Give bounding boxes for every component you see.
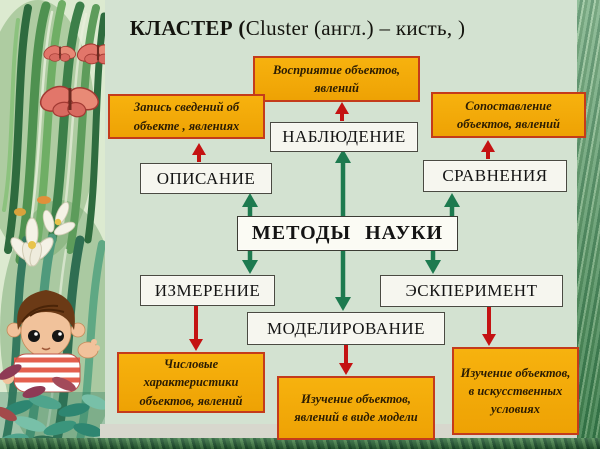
node-description: ОПИСАНИЕ — [140, 163, 272, 194]
butterfly-icon — [76, 43, 105, 65]
orange-flower-icon — [14, 208, 26, 216]
note-artificial-conditions: Изучение объектов, в искусственных услов… — [452, 347, 579, 435]
nature-border-illustration — [0, 0, 105, 449]
note-matching: Сопоставление объектов, явлений — [431, 92, 586, 138]
lily-flower-icon — [42, 201, 76, 236]
butterfly-icon — [39, 85, 99, 118]
center-node-science-methods: МЕТОДЫ НАУКИ — [237, 216, 458, 251]
note-perception: Восприятие объектов, явлений — [253, 56, 420, 102]
node-measurement: ИЗМЕРЕНИЕ — [140, 275, 275, 306]
note-numeric-characteristics: Числовые характеристики объектов, явлени… — [117, 352, 265, 413]
lily-flower-icon — [10, 217, 54, 267]
leaf-border-right — [577, 0, 600, 449]
note-model-study: Изучение объектов, явлений в виде модели — [277, 376, 435, 440]
title-definition: Cluster (англ.) – кисть, ) — [245, 16, 466, 40]
butterfly-icon — [43, 45, 76, 62]
node-modeling: МОДЕЛИРОВАНИЕ — [247, 312, 445, 345]
slide-title: КЛАСТЕР (Cluster (англ.) – кисть, ) — [85, 16, 510, 41]
node-comparison: СРАВНЕНИЯ — [423, 160, 567, 192]
title-term: КЛАСТЕР ( — [129, 16, 246, 40]
orange-flower-icon — [37, 196, 51, 204]
grass-border-bottom — [0, 438, 600, 449]
note-recording: Запись сведений об объекте , явлениях — [108, 94, 265, 139]
node-observation: НАБЛЮДЕНИЕ — [270, 122, 418, 152]
node-experiment: ЭСКПЕРИМЕНТ — [380, 275, 563, 307]
